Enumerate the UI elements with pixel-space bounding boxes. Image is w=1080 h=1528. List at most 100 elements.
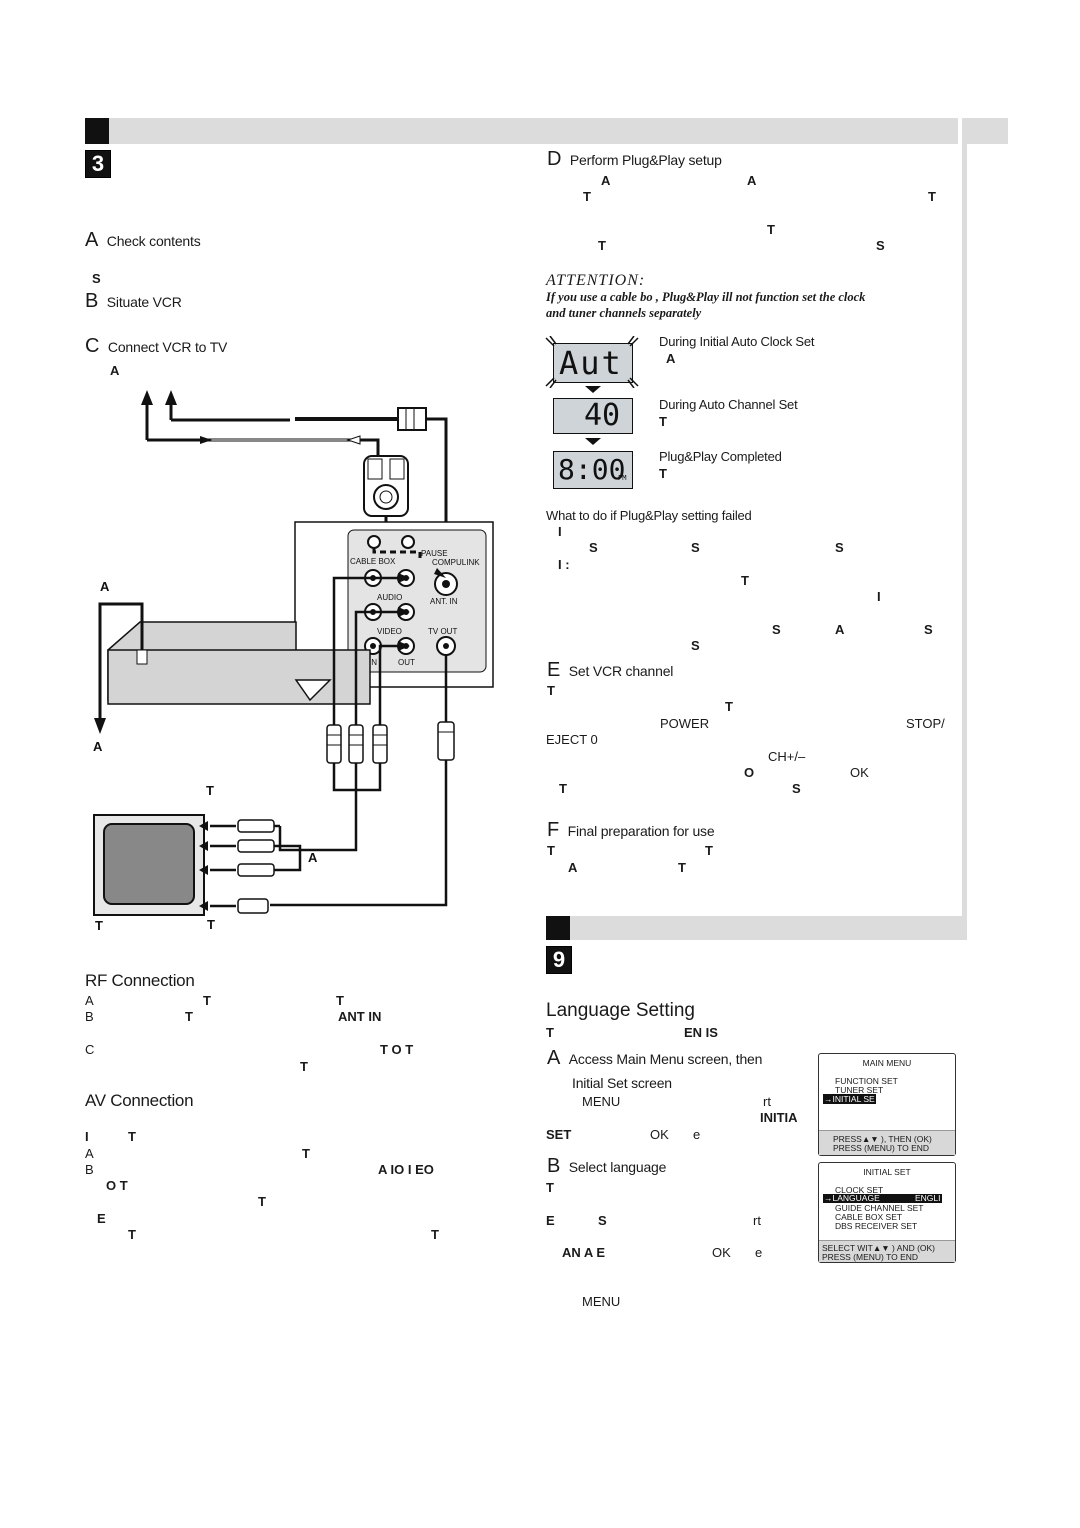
step-d-frag-6: T [598, 238, 606, 253]
initial-set-item-cable[interactable]: CABLE BOX SET [835, 1212, 903, 1222]
cable-box-label: CABLE BOX [350, 557, 396, 566]
av-l7-a: T [128, 1227, 136, 1242]
step-a-letter: A [85, 229, 99, 251]
step-e: E Set VCR channel [547, 659, 673, 682]
step-e-eject: EJECT 0 [546, 732, 598, 747]
step-d-frag-4: T [928, 189, 936, 204]
rf-l4-a: T [300, 1059, 308, 1074]
lcd-auto-clock: Aut [553, 343, 633, 383]
step-e-frag-2: T [725, 699, 733, 714]
section-number-right: 9 [546, 946, 572, 974]
language-a-rt: rt [763, 1094, 771, 1109]
initial-set-item-language-bar[interactable] [823, 1194, 942, 1203]
av-l2-b: T [302, 1146, 310, 1161]
initial-set-title: INITIAL SET [863, 1167, 911, 1177]
step-d-frag-5: T [767, 222, 775, 237]
step-d-frag-7: S [876, 238, 885, 253]
out-label: OUT [398, 658, 415, 667]
step-e-frag-4: S [792, 781, 801, 796]
failed-frag-6: T [741, 573, 749, 588]
step-e-ch: CH+/– [768, 749, 806, 764]
language-b-frag-3: S [598, 1213, 607, 1228]
main-menu-footer: PRESS▲▼ ), THEN (OK) PRESS (MENU) TO END [819, 1130, 955, 1155]
diagram-frag-a1: A [100, 579, 110, 594]
language-a-ok: OK [650, 1127, 669, 1142]
initial-set-item-guide[interactable]: GUIDE CHANNEL SET [835, 1203, 924, 1213]
av-connection-heading: AV Connection [85, 1091, 194, 1110]
lcd1-caption: During Initial Auto Clock Set [659, 334, 815, 349]
section-number-left: 3 [85, 150, 111, 178]
av-l3-a: B [85, 1162, 94, 1177]
step-a-title: Check contents [106, 233, 201, 249]
step-c-title: Connect VCR to TV [107, 339, 228, 355]
language-step-a: A Access Main Menu screen, then [547, 1047, 762, 1070]
av-l5-a: T [258, 1194, 266, 1209]
lcd-flash-marks [545, 336, 639, 388]
main-menu-item-tuner[interactable]: TUNER SET [835, 1085, 884, 1095]
in-label: IN [369, 658, 377, 667]
compulink-label: COMPULINK [432, 558, 480, 567]
step-e-stop: STOP/ [906, 716, 945, 731]
step-d-letter: D [547, 148, 562, 170]
initial-set-footer: SELECT WIT▲▼ ) AND (OK) PRESS (MENU) TO … [819, 1240, 955, 1262]
pause-label: PAUSE [421, 549, 448, 558]
failed-frag-8: S [772, 622, 781, 637]
main-menu-item-initial[interactable]: →INITIAL SE [823, 1094, 876, 1104]
initial-set-footer-2: PRESS (MENU) TO END [822, 1252, 919, 1262]
rf-connection-heading: RF Connection [85, 971, 195, 990]
language-b-e: e [755, 1245, 763, 1260]
main-menu-item-function[interactable]: FUNCTION SET [835, 1076, 898, 1086]
step-e-o: O [744, 765, 755, 780]
rf-l3-a: C [85, 1042, 95, 1057]
av-l7-b: T [431, 1227, 439, 1242]
attention-line-1: If you use a cable bo , Plug&Play ill no… [546, 290, 866, 304]
initial-set-item-language: →LANGUAGE [824, 1193, 880, 1203]
step-d-title: Perform Plug&Play setup [569, 152, 722, 168]
antenna-arrows [145, 400, 173, 440]
step-c-fragment: A [110, 363, 120, 378]
step-c-letter: C [85, 335, 100, 357]
header-band-left [85, 118, 958, 144]
language-menu-last: MENU [582, 1294, 621, 1309]
av-l1-b: T [128, 1129, 136, 1144]
initial-set-item-clock[interactable]: CLOCK SET [835, 1185, 884, 1195]
av-l1-a: I [85, 1129, 89, 1144]
arrow-down-1-icon [585, 386, 601, 393]
step-e-power: POWER [660, 716, 710, 731]
lcd-completed-text: 8:00 [558, 453, 626, 486]
step-f-frag-2: T [705, 843, 713, 858]
main-menu-screen: MAIN MENU FUNCTION SET TUNER SET →INITIA… [818, 1053, 956, 1156]
rf-l2-b: T [185, 1009, 193, 1024]
language-b-ok: OK [712, 1245, 731, 1260]
step-e-ok: OK [850, 765, 869, 780]
rf-l2-a: B [85, 1009, 94, 1024]
step-b-letter: B [85, 290, 99, 312]
language-step-a-title-1: Access Main Menu screen, then [568, 1051, 763, 1067]
step-e-title: Set VCR channel [568, 663, 674, 679]
diagram-frag-a3: A [308, 850, 318, 865]
step-d-frag-1: A [601, 173, 611, 188]
language-heading: Language Setting [546, 1000, 695, 1021]
initial-set-footer-1: SELECT WIT▲▼ ) AND (OK) [822, 1243, 936, 1253]
tv-out-label: TV OUT [428, 627, 457, 636]
av-l6-a: E [97, 1211, 106, 1226]
lcd-completed-suffix: PM [618, 474, 627, 482]
failed-frag-10: S [924, 622, 933, 637]
step-f-frag-3: A [568, 860, 578, 875]
language-a-initia: INITIA [760, 1110, 798, 1125]
step-a-fragment: S [92, 271, 101, 286]
step-b: B Situate VCR [85, 290, 182, 313]
language-b-frag-1: T [546, 1180, 554, 1195]
language-a-e: e [693, 1127, 701, 1142]
initial-set-item-dbs[interactable]: DBS RECEIVER SET [835, 1221, 918, 1231]
lcd-auto-clock-text: Aut [559, 344, 623, 382]
failed-frag-11: S [691, 638, 700, 653]
language-a-set: SET [546, 1127, 572, 1142]
language-step-b: B Select language [547, 1155, 666, 1178]
lcd2-frag: T [659, 414, 667, 429]
main-menu-footer-1: PRESS▲▼ ), THEN (OK) [833, 1134, 932, 1144]
rf-l1-c: T [336, 993, 344, 1008]
step-f: F Final preparation for use [547, 819, 715, 842]
step-e-frag-1: T [547, 683, 555, 698]
step-e-letter: E [547, 659, 561, 681]
